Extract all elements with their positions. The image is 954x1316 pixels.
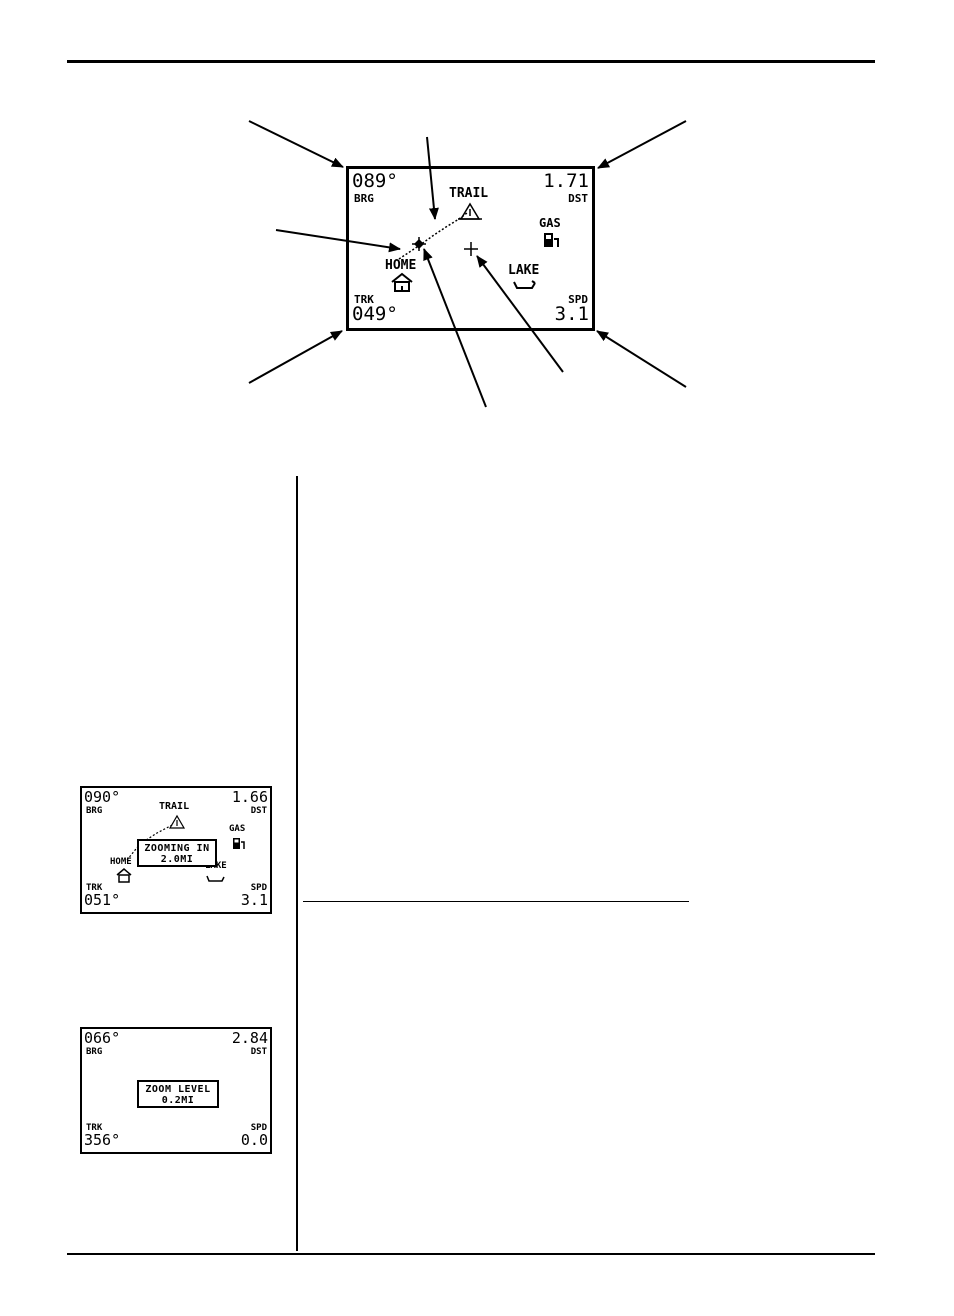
arrow-track-log <box>426 136 439 220</box>
distance-value: 1.71 <box>543 170 589 192</box>
popup-title: ZOOM LEVEL <box>145 1084 211 1095</box>
arrow-cursor <box>476 255 564 373</box>
popup-scale: 0.2MI <box>161 1095 195 1106</box>
zoom-in-screen: 090° BRG 1.66 DST TRK 051° SPD 3.1 TRAIL… <box>80 786 272 914</box>
bearing-label: BRG <box>354 192 374 205</box>
gas-pump-icon <box>233 838 245 849</box>
zoom-level-screen: 066° BRG 2.84 DST TRK 356° SPD 0.0 ZOOM … <box>80 1027 272 1154</box>
map-page-screen: 089° BRG 1.71 DST TRK 049° SPD 3.1 TRAIL… <box>346 166 595 331</box>
bottom-rule <box>67 1253 875 1255</box>
present-position-icon <box>412 237 426 251</box>
lake-icon <box>206 875 225 882</box>
arrow-track <box>248 330 343 384</box>
speed-value: 3.1 <box>240 891 268 909</box>
waypoint-trail-label: TRAIL <box>449 186 489 201</box>
speed-value: 0.0 <box>240 1131 268 1149</box>
track-value: 049° <box>352 303 398 325</box>
top-rule <box>67 60 875 63</box>
arrow-distance <box>597 120 687 169</box>
home-icon <box>116 868 132 883</box>
waypoint-home-label: HOME <box>385 258 417 273</box>
speed-value: 3.1 <box>554 303 589 325</box>
distance-value: 1.66 <box>231 788 268 806</box>
home-icon <box>391 272 413 292</box>
bearing-value: 090° <box>84 788 121 806</box>
bearing-label: BRG <box>86 806 103 816</box>
speed-label: SPD <box>250 1123 267 1133</box>
waypoint-trail-label: TRAIL <box>159 801 190 812</box>
bearing-value: 089° <box>352 170 398 192</box>
tent-icon <box>168 814 186 829</box>
callout-arrows <box>248 120 687 408</box>
zooming-in-popup: ZOOMING IN 2.0MI <box>137 839 217 867</box>
distance-label: DST <box>250 806 267 816</box>
arrow-bearing <box>248 120 344 168</box>
distance-value: 2.84 <box>231 1029 268 1047</box>
zoom-level-popup: ZOOM LEVEL 0.2MI <box>137 1080 219 1108</box>
distance-label: DST <box>568 192 588 205</box>
tent-icon <box>458 202 482 220</box>
waypoint-gas-label: GAS <box>539 216 561 230</box>
arrow-home-waypoint <box>275 229 401 253</box>
track-label: TRK <box>86 883 103 893</box>
map-cursor-icon <box>464 242 478 256</box>
waypoint-gas-label: GAS <box>229 824 246 834</box>
speed-label: SPD <box>250 883 267 893</box>
track-value: 051° <box>84 891 121 909</box>
column-divider <box>296 476 298 1251</box>
bearing-value: 066° <box>84 1029 121 1047</box>
speed-label: SPD <box>568 293 588 306</box>
waypoint-home-label: HOME <box>110 857 132 867</box>
distance-label: DST <box>250 1047 267 1057</box>
section-rule <box>303 901 689 902</box>
bearing-label: BRG <box>86 1047 103 1057</box>
lake-icon <box>513 280 536 289</box>
track-label: TRK <box>354 293 374 306</box>
waypoint-lake-label: LAKE <box>508 263 540 278</box>
gas-pump-icon <box>544 233 559 247</box>
popup-title: ZOOMING IN <box>144 843 210 854</box>
popup-scale: 2.0MI <box>160 854 194 865</box>
arrow-speed <box>596 330 687 388</box>
track-label: TRK <box>86 1123 103 1133</box>
track-value: 356° <box>84 1131 121 1149</box>
arrow-position <box>423 248 487 408</box>
